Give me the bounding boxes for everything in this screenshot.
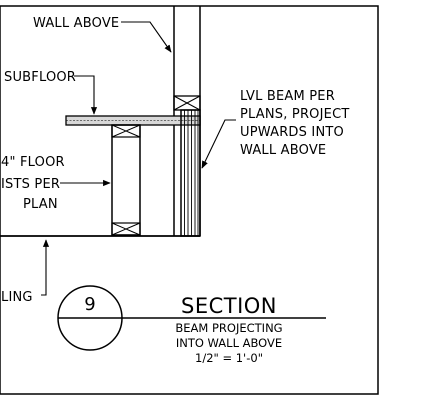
lvl-beam-label-line-3: UPWARDS INTO	[240, 125, 344, 140]
subfloor-sheathing	[65, 115, 201, 126]
sheet-border	[0, 5, 379, 395]
lvl-beam-label-line-2: PLANS, PROJECT	[240, 107, 350, 122]
scale-label: 1/2" = 1'-0"	[195, 351, 263, 365]
floor-joist-label-line-1: 4" FLOOR	[1, 155, 65, 170]
lvl-beam-label-line-4: WALL ABOVE	[240, 143, 326, 158]
lvl-beam	[180, 109, 201, 237]
floor-joist-label-line-2: ISTS PER	[1, 177, 60, 192]
floor-joist	[111, 124, 141, 236]
ceiling-label: LING	[1, 290, 33, 305]
subtitle-line-2: INTO WALL ABOVE	[176, 336, 282, 350]
floor-joist-label-line-3: PLAN	[23, 197, 58, 212]
lvl-beam-label-line-1: LVL BEAM PER	[240, 89, 335, 104]
detail-number: 9	[84, 294, 95, 315]
subfloor-label: SUBFLOOR	[4, 70, 76, 85]
subtitle-line-1: BEAM PROJECTING	[175, 321, 282, 335]
wall-above-label: WALL ABOVE	[33, 16, 119, 31]
section-title: SECTION	[181, 294, 277, 318]
leader-lines	[41, 21, 236, 296]
detail-title-block: 9 SECTION BEAM PROJECTING INTO WALL ABOV…	[57, 285, 326, 365]
